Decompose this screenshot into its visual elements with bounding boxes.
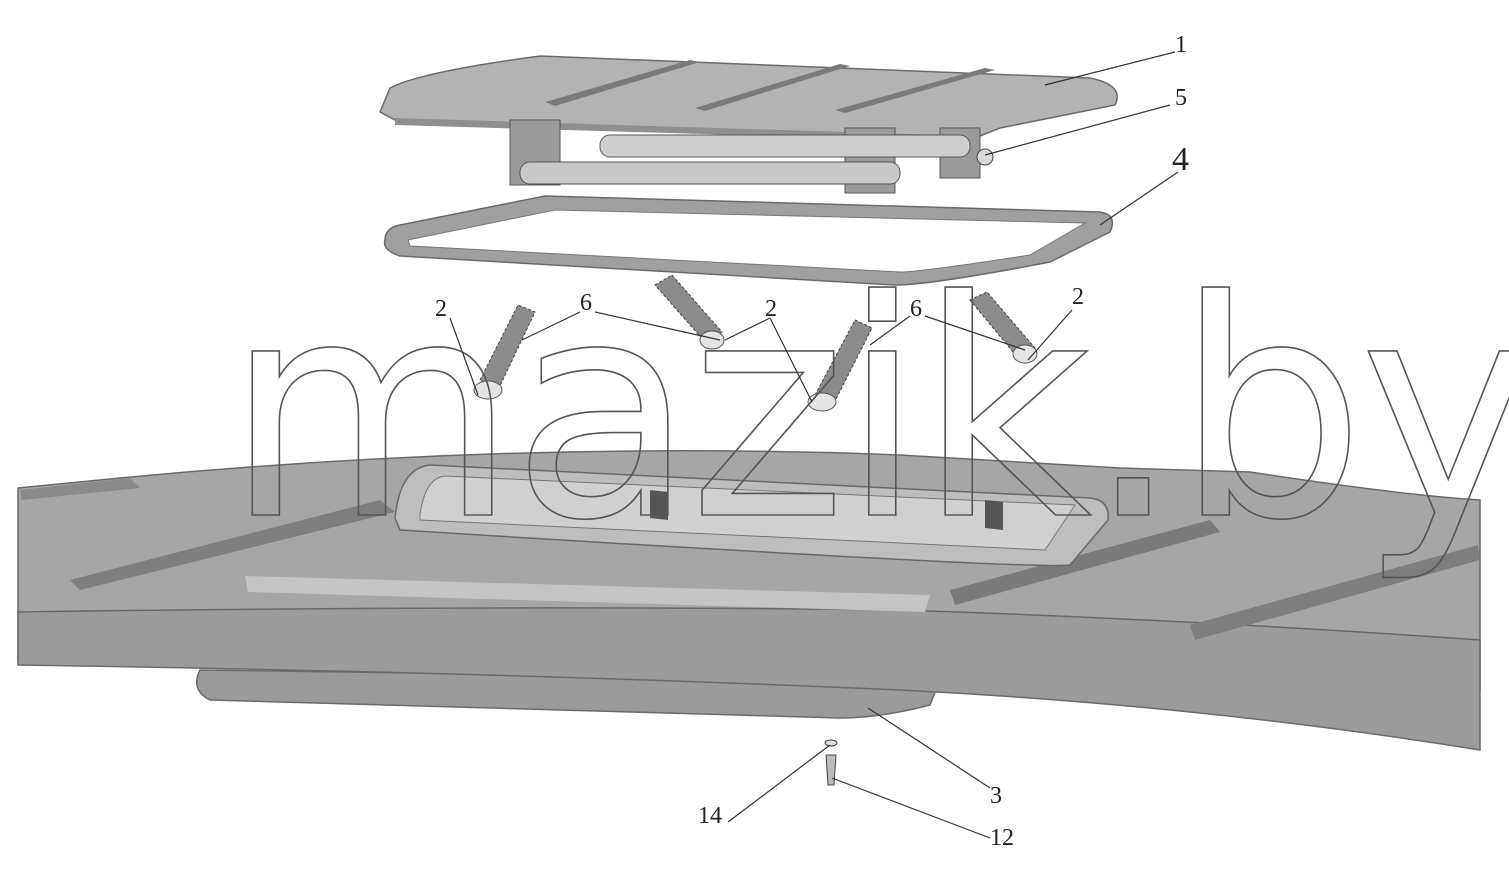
callout-6-left: 6: [580, 290, 592, 316]
roof-panel: [17, 450, 1481, 751]
latch-hook-left: [650, 490, 668, 520]
callout-3: 3: [990, 783, 1002, 809]
watermark-text: mazik.by: [225, 237, 1509, 586]
callout-4: 4: [1172, 141, 1189, 178]
seal-frame-part-4: [383, 195, 1114, 286]
callout-1: 1: [1175, 32, 1187, 58]
roof-rib-right: [950, 520, 1220, 605]
spring-4: [969, 291, 1038, 364]
callout-2-center: 2: [765, 296, 777, 322]
hatch-lid-part-1: [379, 55, 1118, 194]
callout-2-left: 2: [435, 296, 447, 322]
spring-2: [654, 274, 725, 350]
latch-hook-right: [985, 500, 1003, 530]
axle-part-5: [976, 148, 994, 166]
leader-lines: [449, 51, 1179, 839]
spring-assemblies: [473, 274, 1038, 412]
spring-1: [473, 304, 536, 400]
lid-rib-2: [695, 64, 850, 111]
callout-14: 14: [698, 803, 722, 829]
callout-6-right: 6: [910, 296, 922, 322]
callout-12: 12: [990, 825, 1014, 851]
lid-rib-1: [545, 60, 700, 106]
roof-rib-back-left: [20, 478, 140, 500]
hinge-rod-front: [519, 161, 901, 185]
callout-5: 5: [1175, 85, 1187, 111]
roof-rib-left: [70, 500, 395, 590]
fasteners: [824, 739, 838, 786]
spring-3: [807, 319, 873, 412]
roof-front-face: [17, 607, 1481, 751]
roof-rib-far-right: [1190, 545, 1480, 640]
screw-part-12: [825, 754, 837, 786]
lid-rib-3: [835, 68, 995, 113]
callout-2-right: 2: [1072, 284, 1084, 310]
washer-part-14: [824, 739, 838, 747]
roof-rib-center: [245, 576, 930, 612]
hinge-rod-back: [599, 134, 971, 158]
callout-labels: 1 5 4 2 6 2 6 2 3 14 12: [435, 32, 1189, 851]
hatch-opening-inner: [419, 475, 1076, 551]
